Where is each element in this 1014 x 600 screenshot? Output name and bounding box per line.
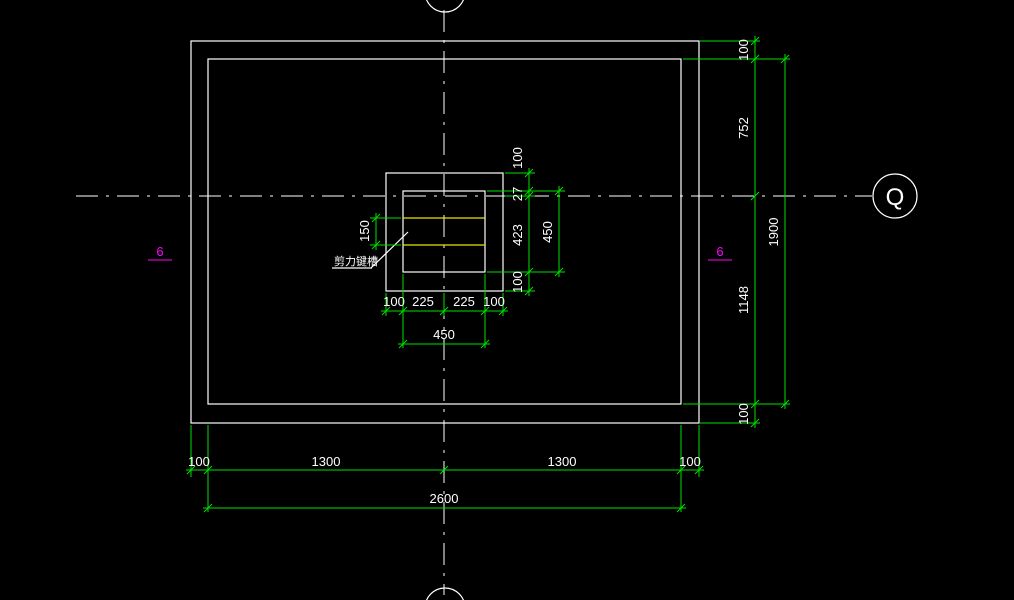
dim-right-top-edge: 100 xyxy=(736,39,751,61)
dim-pocket-bottom-a: 100 xyxy=(383,294,405,309)
pocket-inner xyxy=(402,190,486,273)
dim-pocket-bottom-d: 100 xyxy=(483,294,505,309)
dim-pocket-bottom-b: 225 xyxy=(412,294,434,309)
bottom-dimension-lines xyxy=(186,425,704,513)
dim-bottom-left-span: 1300 xyxy=(312,454,341,469)
dim-pocket-bottom-total: 450 xyxy=(433,327,455,342)
dim-right-bottom-edge: 100 xyxy=(736,403,751,425)
dim-pocket-right-a: 100 xyxy=(510,147,525,169)
right-grid-label: Q xyxy=(886,184,905,211)
dim-right-upper: 752 xyxy=(736,117,751,139)
dim-pocket-right-d: 100 xyxy=(510,271,525,293)
right-grid-bubble xyxy=(872,173,918,219)
outer-outline xyxy=(190,40,700,424)
dim-bottom-total: 2600 xyxy=(430,491,459,506)
section-mark-left: 6 xyxy=(156,244,163,259)
dim-pocket-bottom-c: 225 xyxy=(453,294,475,309)
dim-pocket-right-b: 27 xyxy=(510,187,525,201)
pocket-left-dimension-lines xyxy=(370,213,401,250)
section-mark-right: 6 xyxy=(716,244,723,259)
groove-label: 剪力键槽 xyxy=(334,254,378,268)
dim-bottom-left-edge: 100 xyxy=(188,454,210,469)
dim-pocket-right-total: 450 xyxy=(540,221,555,243)
pocket-bottom-dimension-lines xyxy=(381,274,508,349)
inner-outline xyxy=(207,58,682,405)
dim-right-total: 1900 xyxy=(766,218,781,247)
dim-pocket-left-a: 150 xyxy=(357,220,372,242)
dim-pocket-right-c: 423 xyxy=(510,224,525,246)
pocket-outer xyxy=(385,172,504,292)
top-grid-bubble xyxy=(426,0,464,13)
right-dimension-lines xyxy=(683,36,790,428)
groove-leader xyxy=(370,231,409,269)
bottom-grid-bubble xyxy=(426,587,464,600)
dim-bottom-right-edge: 100 xyxy=(679,454,701,469)
dim-bottom-right-span: 1300 xyxy=(548,454,577,469)
pocket-right-dimension-lines xyxy=(487,168,565,296)
dim-right-lower: 1148 xyxy=(736,286,751,314)
